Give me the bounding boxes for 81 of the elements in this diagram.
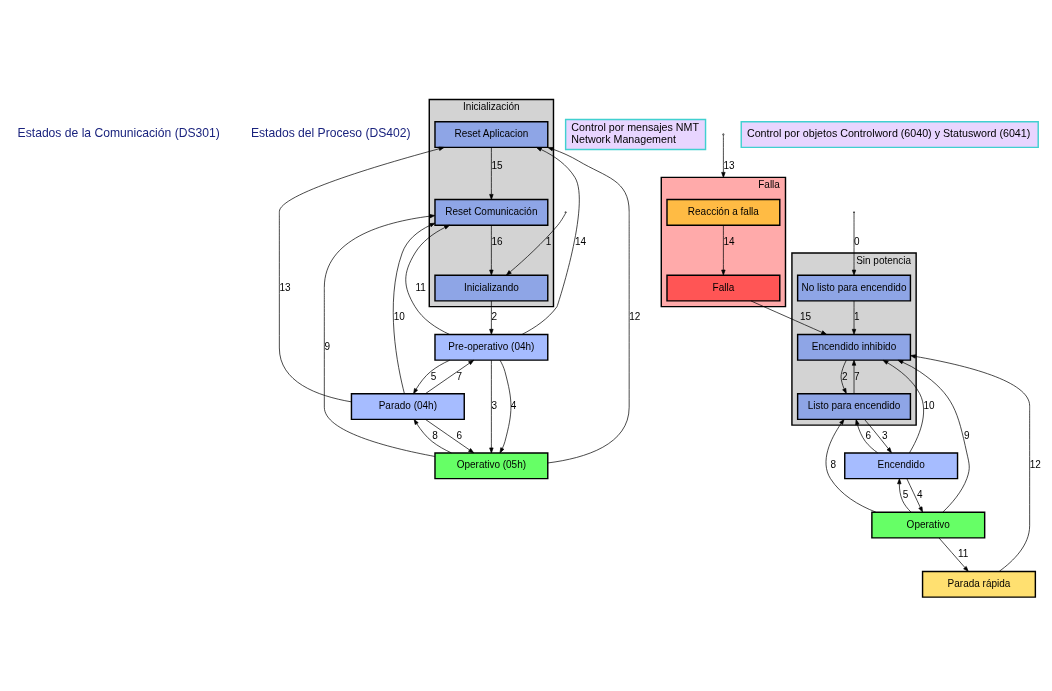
node-box: Parado (04h) [350,392,465,421]
arrow [906,478,923,513]
node-box: Reacción a falla [666,198,781,226]
edge-label: 4 [916,489,923,501]
edge-label: 4 [510,400,517,412]
arrow [897,478,912,513]
arrow [897,359,970,513]
node-box: Control por objetos Controlword (6040) y Statusword (6041) [740,121,1039,149]
edge-label: 13 [723,159,735,171]
node-box: Operativo (05h) [434,452,549,480]
edge-label: 6 [456,429,463,441]
edge-label: 0 [854,235,860,247]
node-box: Falla [666,274,781,302]
arrow [882,359,924,454]
edge-label: 1 [545,235,552,247]
arrow [413,359,451,394]
arrow [855,419,879,454]
arrow [499,359,512,454]
edge-label: 14 [575,235,587,247]
arrow [425,419,475,454]
edge-label: 8 [830,459,837,471]
arrow [721,134,726,178]
edge-label: 12 [629,311,641,323]
node-box: Parada rápida [921,570,1037,598]
edge-label: 5 [902,489,909,501]
arrow [413,419,452,454]
arrow [506,212,566,276]
node-box: Operativo [871,511,986,539]
arrow [721,224,726,276]
edge-label: 3 [491,400,498,412]
arrow [851,359,857,394]
edge-label: 10 [923,400,935,412]
node-box: Inicializando [434,274,549,302]
arrow [840,359,847,394]
arrow [392,222,436,395]
arrow [750,300,827,335]
arrow [489,359,494,454]
arrow [825,419,877,513]
label: Estados de la Comunicación (DS301) [17,126,220,141]
edge-label: 12 [1029,459,1041,471]
arrow [547,147,630,464]
edge-label: 3 [881,429,888,441]
node-box: Reset Comunicación [434,198,549,226]
edge-label: 11 [415,281,426,293]
edge-label: 15 [799,311,812,323]
edge-label: 2 [841,370,848,382]
arrow [323,214,436,457]
edge-label: 16 [491,235,503,247]
arrow [851,212,857,276]
arrow [910,354,1030,572]
edge-label: 14 [723,235,735,247]
arrow [489,224,494,276]
node-box: Encendido inhibido [796,333,912,361]
edge-label: 7 [456,370,463,382]
label: Estados del Proceso (DS402) [250,126,411,141]
node-box: Control por mensajes NMT Network Management [564,118,707,151]
edge-label: 11 [958,548,969,560]
edge-label: 7 [854,370,860,382]
edge-label: 10 [393,311,405,323]
edge-label: 13 [279,281,291,293]
edge-label: 9 [324,340,330,352]
arrow [425,359,475,394]
arrow [489,147,494,200]
edge-label: 9 [964,429,970,441]
edge-label: 1 [854,311,860,323]
arrow [279,146,445,403]
node-box: Pre-operativo (04h) [434,333,549,361]
edge-label: 15 [491,159,503,171]
arrow [938,537,969,572]
arrow [405,224,450,335]
arrow [851,300,857,335]
node-box: Encendido [844,452,959,480]
arrow [864,419,892,453]
node-box: Listo para encendido [796,392,912,421]
edge-label: 2 [491,311,498,323]
edge-label: 8 [432,429,438,441]
node-box: No listo para encendido [796,274,912,302]
edge-label: 5 [430,370,437,382]
edge-label: 6 [865,429,872,441]
arrow [521,147,580,335]
arrow [489,300,494,335]
